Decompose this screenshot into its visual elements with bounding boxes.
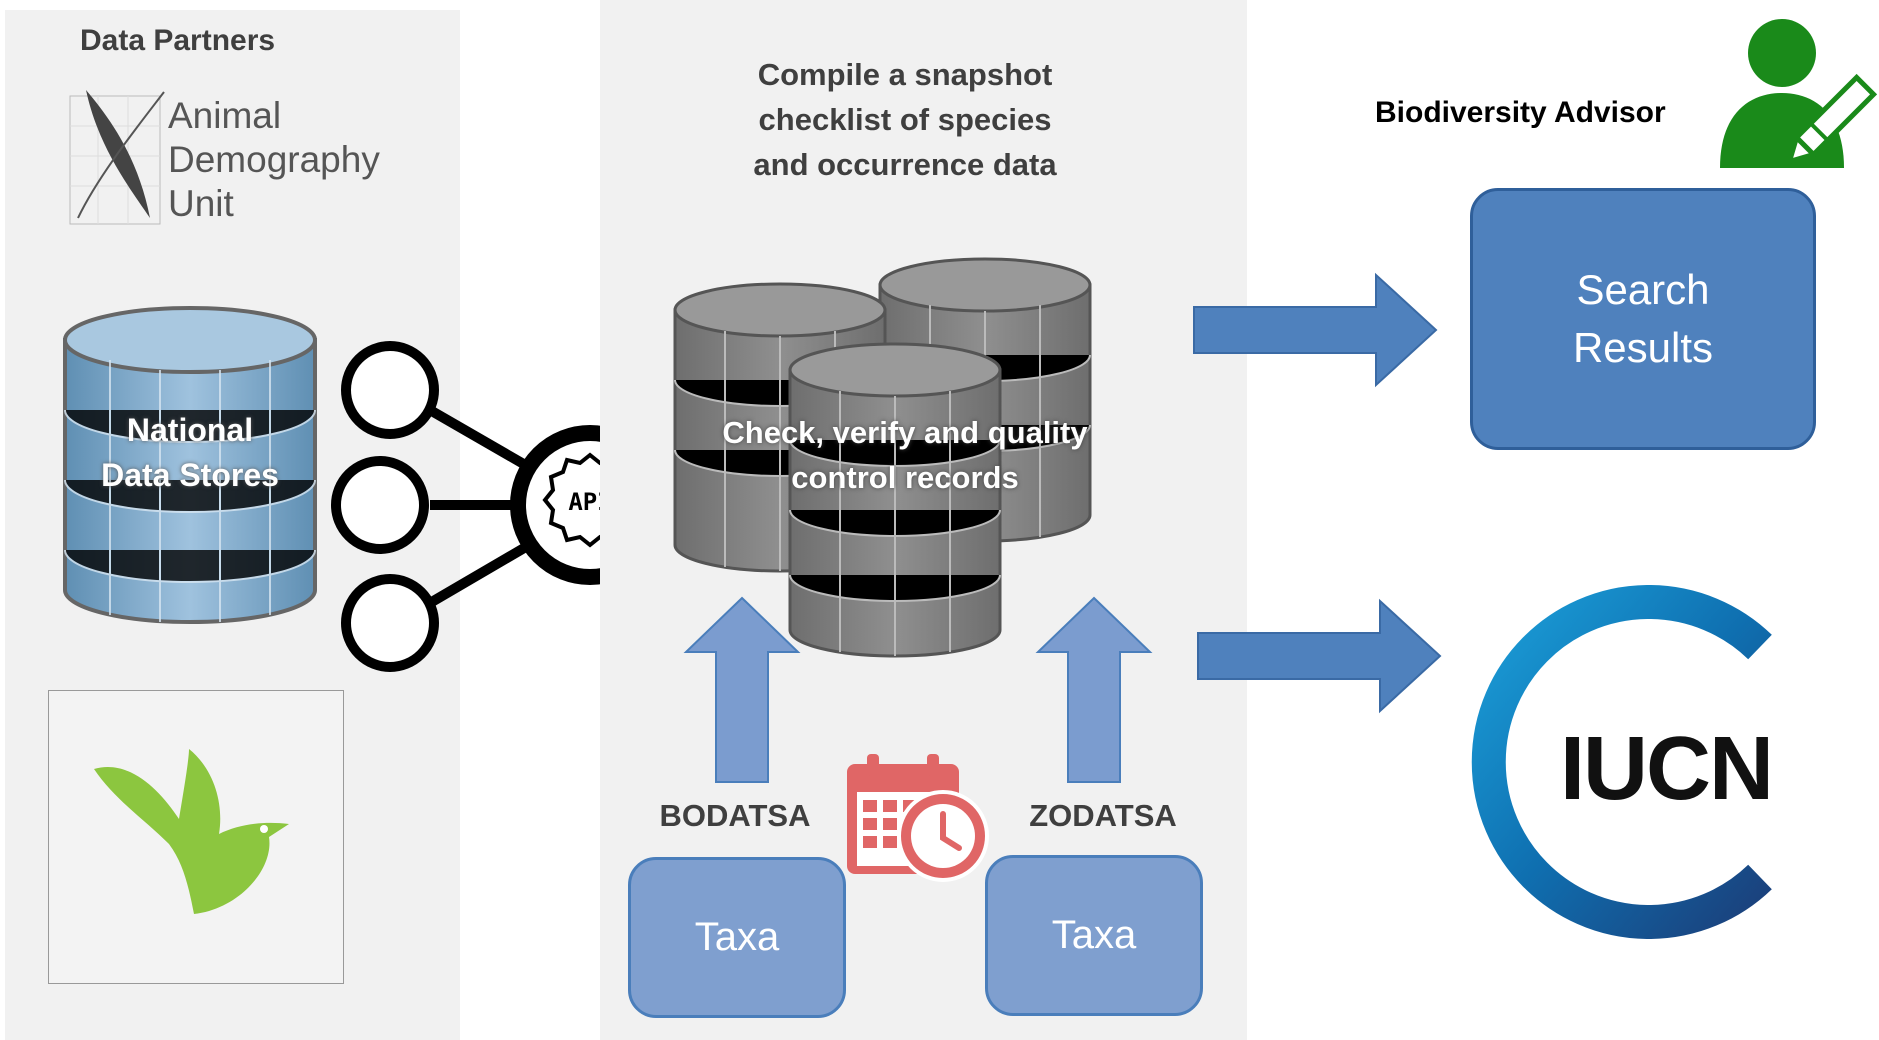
search-results-line1: Search: [1576, 266, 1710, 313]
connector-node-top: [341, 341, 439, 439]
bird-icon: [94, 749, 289, 914]
iucn-ring-icon: [1471, 585, 1772, 939]
adu-logo: Animal Demography Unit: [68, 86, 388, 231]
feather-icon: [69, 90, 165, 225]
national-stores-line1: National: [126, 412, 254, 448]
database-icon: [63, 306, 317, 624]
data-partners-title: Data Partners: [80, 24, 276, 57]
compile-heading-line1: Compile a snapshot: [757, 57, 1053, 92]
connector-node-bottom: [341, 574, 439, 672]
quality-check-label: Check, verify and quality control record…: [690, 410, 1120, 500]
adu-line2: Demography: [168, 139, 380, 180]
quality-check-line1: Check, verify and quality: [722, 415, 1088, 450]
up-arrow-left: [683, 596, 801, 783]
search-results-box: Search Results: [1470, 188, 1816, 450]
adu-line1: Animal: [168, 95, 282, 136]
iucn-logo-text: IUCN: [1560, 719, 1774, 819]
compile-heading-line3: and occurrence data: [753, 147, 1057, 182]
api-connector: [331, 341, 670, 672]
taxa-box-left: Taxa: [628, 857, 846, 1018]
national-stores-line2: Data Stores: [101, 457, 279, 493]
connector-node-middle: [331, 456, 429, 554]
right-arrow-search: [1193, 272, 1438, 388]
user-edit-icon: [1720, 19, 1878, 168]
search-results-line2: Results: [1572, 324, 1714, 371]
up-arrow-right: [1035, 596, 1153, 783]
right-arrow-iucn: [1197, 598, 1442, 714]
bodatsa-label: BODATSA: [659, 798, 811, 833]
compile-heading-line2: checklist of species: [758, 102, 1052, 137]
national-stores-label: National Data Stores: [80, 408, 300, 498]
advisor-label: Biodiversity Advisor: [1375, 96, 1666, 129]
compile-heading: Compile a snapshot checklist of species …: [640, 52, 1170, 187]
inat-tile: [48, 690, 344, 984]
database-stack-icon: [673, 257, 1092, 658]
quality-check-line2: control records: [791, 460, 1019, 495]
taxa-box-right: Taxa: [985, 855, 1203, 1016]
zodatsa-label: ZODATSA: [1029, 798, 1177, 833]
database-front: [788, 342, 1002, 658]
calendar-clock-icon: [847, 754, 989, 882]
adu-line3: Unit: [168, 183, 234, 224]
